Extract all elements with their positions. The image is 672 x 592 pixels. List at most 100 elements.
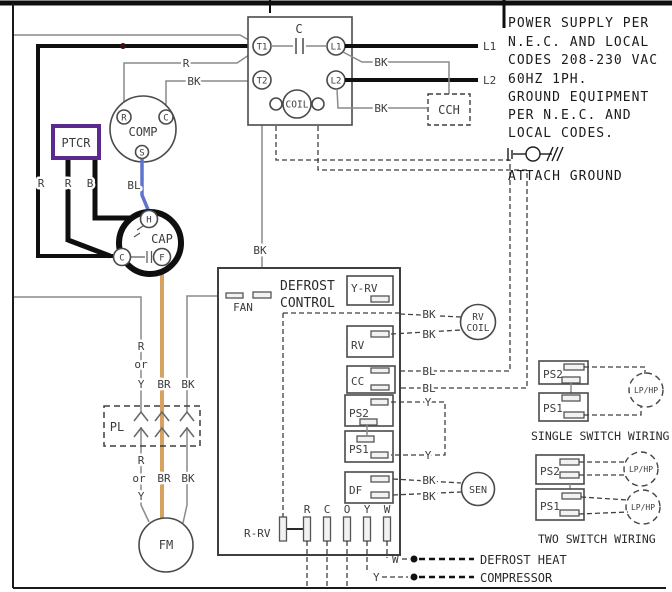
fan-motor: FM (138, 517, 194, 573)
wire-label-r: R (138, 454, 145, 467)
svg-text:RV: RV (472, 312, 484, 323)
power-supply-notes: POWER SUPPLY PER N.E.C. AND LOCAL CODES … (507, 16, 658, 184)
bk-label: BK (374, 56, 388, 69)
contactor: T1 T2 L1 L2 C COIL (247, 16, 353, 126)
single-switch-caption: SINGLE SWITCH WIRING (531, 429, 670, 443)
svg-text:COIL: COIL (467, 323, 490, 334)
terminal-o-label: O (344, 503, 351, 516)
r-rv-label: R-RV (244, 527, 271, 540)
two-lphp1-label: LP/HP (629, 465, 653, 474)
cap-f-terminal: F (159, 254, 164, 264)
two-ps2-label: PS2 (540, 465, 560, 478)
svg-text:N.E.C. AND LOCAL: N.E.C. AND LOCAL (508, 35, 649, 50)
ptcr-label: PTCR (62, 136, 92, 150)
junction-dot (120, 43, 126, 49)
terminal-o (342, 516, 352, 542)
terminal-w-label: W (384, 503, 391, 516)
wire-label-or: or (134, 358, 148, 371)
comp-c-terminal: C (163, 114, 168, 124)
defrost-control-board: DEFROST CONTROL FAN BK Y-RV RV CC PS2 (217, 242, 401, 556)
wire-label-bk: BK (181, 472, 195, 485)
wire-coil-to-cc-dashed (275, 110, 528, 389)
terminal-r (302, 516, 312, 542)
run-capacitor: CAP H C F (112, 209, 184, 277)
wire-label-br: BR (157, 378, 171, 391)
svg-text:PS1: PS1 (349, 443, 369, 456)
supply-lines: L1 L2 (345, 40, 496, 87)
df-block: DF (344, 471, 394, 504)
fan-terminal-left (225, 292, 244, 299)
single-ps2-label: PS2 (543, 368, 563, 381)
wire-label-r: R (38, 177, 45, 190)
pl-label: PL (110, 420, 124, 434)
ps1-block: PS1 (344, 425, 394, 463)
two-ps1-label: PS1 (540, 500, 560, 513)
terminal-r-label: R (304, 503, 311, 516)
svg-text:CODES 208-230 VAC: CODES 208-230 VAC (508, 53, 658, 68)
wire-bl-s-to-cap: BL (125, 159, 151, 213)
wire-label-r: R (65, 177, 72, 190)
single-switch-wiring: PS2 PS1 LP/HP SINGLE SWITCH WIRING (531, 360, 670, 443)
legend-defrost-heat: DEFROST HEAT (480, 553, 567, 567)
rv-block: RV (346, 325, 394, 358)
two-switch-wiring: PS2 PS1 LP/HP LP/HP TWO SWITCH WIRING (535, 451, 661, 546)
thermostat-drops (306, 541, 388, 588)
ptcr-wires (65, 158, 139, 259)
plug-pins (133, 410, 195, 438)
compressor: COMP R C S (109, 95, 177, 163)
wire-label-bl: BL (422, 365, 436, 378)
y-loop-dashed: Y Y (391, 394, 446, 465)
supply-l2-label: L2 (483, 74, 496, 87)
two-lphp2-label: LP/HP (631, 503, 655, 512)
wire-label-bk: BK (181, 378, 195, 391)
wire-label-r: R (183, 57, 190, 70)
legend-compressor: COMPRESSOR (480, 571, 553, 585)
wire-label-or: or (132, 472, 146, 485)
wire-label-bk: BK (422, 474, 436, 487)
ptcr: PTCR (51, 124, 101, 160)
defrost-title: DEFROST (280, 279, 335, 294)
wire-label-bk: BK (422, 328, 436, 341)
terminal-w (382, 516, 392, 542)
terminal-c-label: C (324, 503, 331, 516)
svg-text:ATTACH GROUND: ATTACH GROUND (508, 169, 623, 184)
svg-text:POWER SUPPLY PER: POWER SUPPLY PER (508, 16, 649, 31)
wire-label-bl: BL (422, 382, 436, 395)
wire-label-y: Y (138, 378, 145, 391)
comp-s-terminal: S (139, 149, 144, 159)
comp-label: COMP (129, 125, 158, 139)
legend: W DEFROST HEAT Y COMPRESSOR (373, 553, 567, 585)
cch-label: CCH (438, 103, 460, 117)
wire-label-bk: BK (422, 490, 436, 503)
wire-label-bl: BL (127, 179, 141, 192)
terminal-t1: T1 (257, 43, 268, 53)
wire-label-r: R (138, 340, 145, 353)
yrv-block: Y-RV (346, 275, 394, 306)
terminal-t2: T2 (257, 77, 268, 87)
legend-w: W (392, 553, 399, 566)
svg-text:CC: CC (351, 375, 364, 388)
wire-t1-feed (14, 34, 255, 44)
cap-h-terminal: H (146, 216, 151, 226)
comp-r-terminal: R (121, 114, 127, 124)
wire-label-bk: BK (253, 244, 267, 257)
rv-coil: BK BK RV COIL (390, 303, 497, 344)
bk-label: BK (374, 102, 388, 115)
cch-heater: CCH (427, 93, 471, 126)
wire-bk-fan (182, 295, 226, 524)
svg-text:SEN: SEN (469, 485, 487, 496)
cap-internal-marks (131, 225, 153, 263)
wire-label-bk: BK (187, 75, 201, 88)
contactor-contact-label: C (295, 22, 302, 36)
wire-r-comp-to-t1 (123, 52, 253, 111)
wire-bk-l1-to-cch: BK (342, 51, 450, 94)
wire-r-or-y (14, 296, 150, 523)
svg-text:60HZ 1PH.: 60HZ 1PH. (508, 72, 587, 87)
terminal-y (362, 516, 372, 542)
two-switch-caption: TWO SWITCH WIRING (538, 532, 656, 546)
r-rv-terminal (278, 516, 288, 542)
supply-l1-label: L1 (483, 40, 496, 53)
terminal-y-label: Y (364, 503, 371, 516)
svg-text:RV: RV (351, 339, 365, 352)
